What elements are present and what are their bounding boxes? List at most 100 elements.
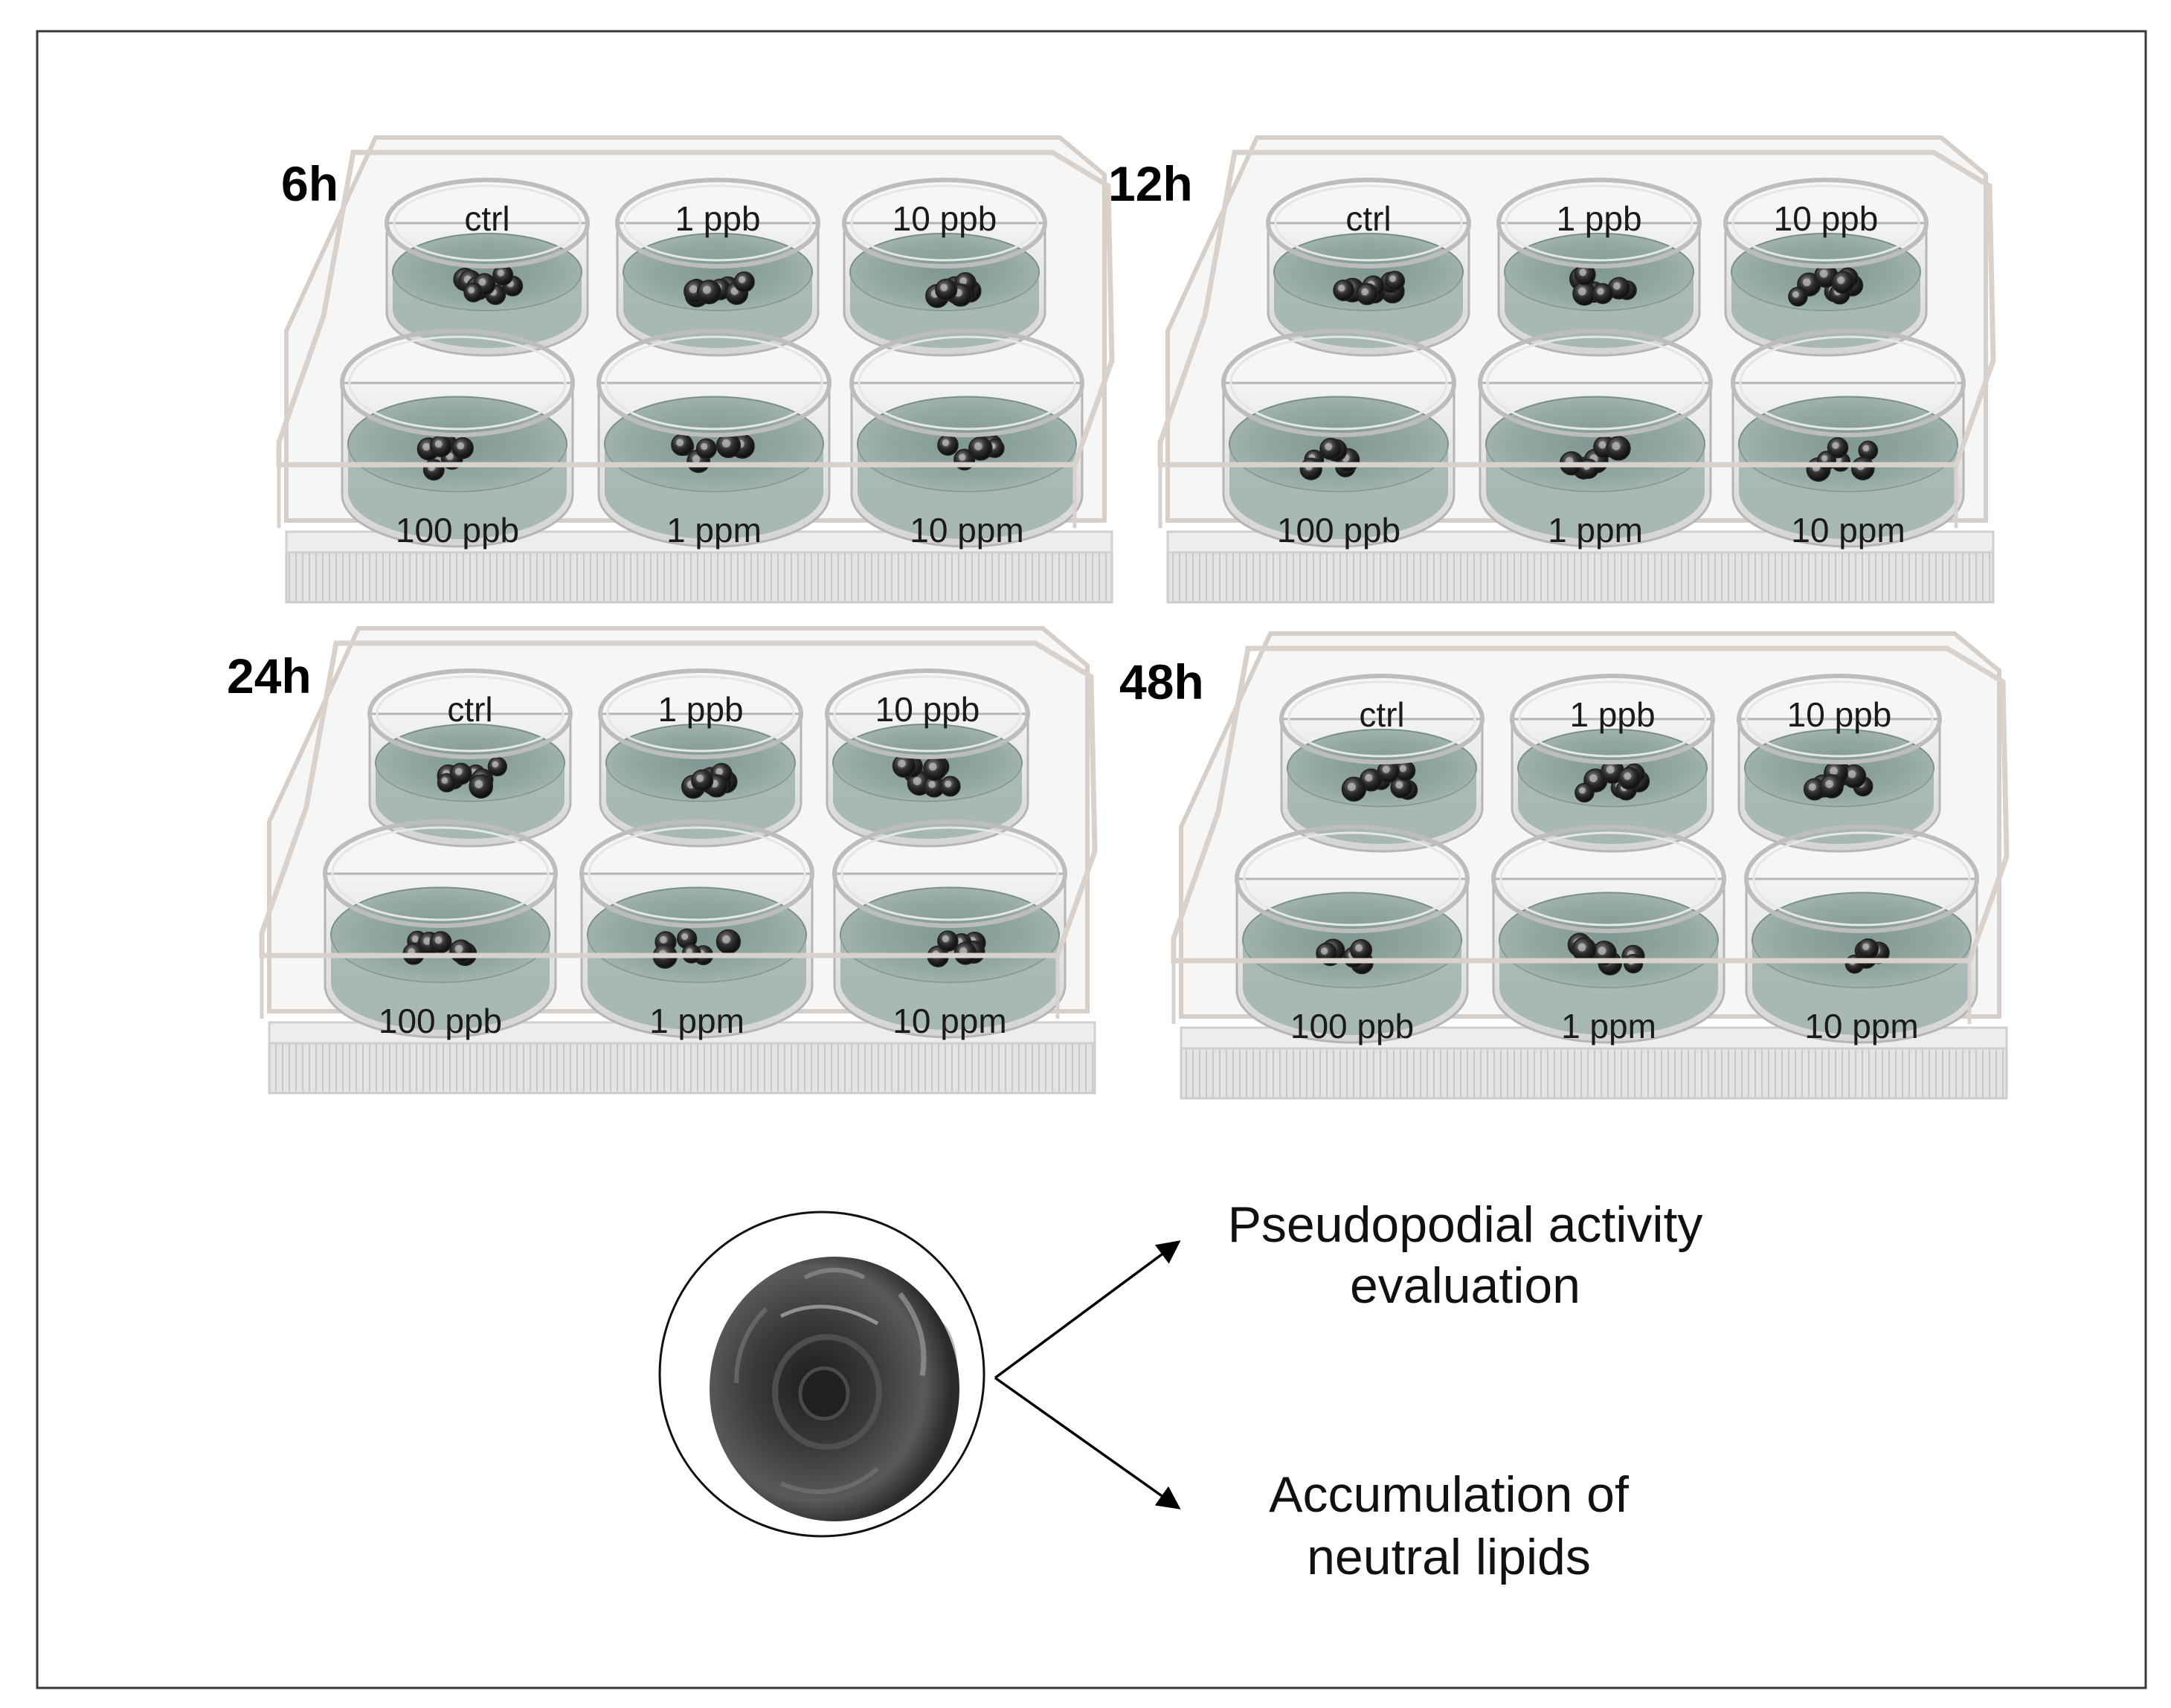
cell-highlight bbox=[942, 439, 950, 447]
well-rim-inner bbox=[1739, 335, 1958, 431]
plate-base bbox=[1180, 1045, 2008, 1100]
well-rim bbox=[367, 668, 573, 759]
cell-highlight bbox=[702, 286, 711, 294]
time-label: 6h bbox=[281, 156, 338, 211]
culture-medium-body bbox=[1745, 768, 1934, 844]
cell-highlight bbox=[1612, 442, 1621, 451]
culture-medium-body bbox=[393, 272, 582, 348]
well-rim-inner bbox=[1745, 680, 1934, 758]
well-rim bbox=[1266, 178, 1471, 268]
cell-highlight bbox=[898, 759, 906, 768]
cell-highlight bbox=[1598, 441, 1606, 449]
well: 1 ppb bbox=[615, 178, 820, 357]
well: ctrl bbox=[385, 178, 590, 357]
cell-highlight bbox=[434, 440, 443, 448]
culture-medium-body bbox=[605, 444, 823, 539]
well-rim bbox=[842, 178, 1047, 268]
well-rim-inner bbox=[348, 335, 567, 431]
well-rim bbox=[1510, 674, 1715, 764]
cell-highlight bbox=[692, 454, 701, 463]
well-rim bbox=[825, 668, 1030, 759]
culture-medium bbox=[587, 886, 807, 984]
well-label: 1 ppm bbox=[1548, 511, 1643, 550]
cell-highlight bbox=[942, 935, 950, 943]
cell-highlight bbox=[715, 767, 723, 776]
well-rim-inner bbox=[858, 335, 1076, 431]
cell-highlight bbox=[1395, 781, 1403, 789]
well-label: ctrl bbox=[1359, 695, 1404, 734]
well-label: 10 ppm bbox=[910, 511, 1023, 550]
well-rim-inner bbox=[1243, 831, 1461, 926]
well-rim-inner bbox=[331, 826, 550, 921]
cell-highlight bbox=[1577, 943, 1586, 952]
cell-highlight bbox=[1361, 288, 1369, 296]
well-rim bbox=[323, 819, 558, 928]
well-label: 100 ppb bbox=[396, 511, 519, 550]
well-label: ctrl bbox=[1345, 199, 1391, 238]
culture-medium-body bbox=[1499, 940, 1718, 1035]
cell-highlight bbox=[1347, 782, 1356, 791]
well-rim-inner bbox=[1229, 335, 1448, 431]
well-rim-inner bbox=[850, 184, 1039, 262]
culture-medium-body bbox=[606, 763, 795, 839]
well: 10 ppb bbox=[1723, 178, 1929, 357]
cell-highlight bbox=[454, 767, 463, 776]
well-rim bbox=[1235, 825, 1470, 933]
well-rim bbox=[579, 819, 814, 928]
well: 1 ppb bbox=[1510, 674, 1715, 853]
well-label: 1 ppb bbox=[657, 690, 743, 729]
culture-medium bbox=[1738, 396, 1958, 493]
foraminifera-shell-icon bbox=[710, 1257, 959, 1521]
well-label: 1 ppb bbox=[675, 199, 760, 238]
plates-layer: ctrl 1 ppb 10 ppb 100 ppb 1 ppm 10 ppm 6h ctrl 1… bbox=[227, 135, 2010, 1100]
well-rim bbox=[1737, 674, 1942, 764]
cell-highlight bbox=[945, 780, 952, 787]
outcome-line: neutral lipids bbox=[1307, 1529, 1591, 1585]
cell-highlight bbox=[689, 285, 698, 294]
well: 100 ppb bbox=[1221, 329, 1456, 550]
well: 10 ppb bbox=[842, 178, 1047, 357]
culture-medium bbox=[857, 396, 1077, 493]
cell-highlight bbox=[441, 777, 448, 784]
culture-medium bbox=[1242, 892, 1462, 989]
cell-highlight bbox=[676, 439, 684, 447]
well-rim bbox=[1491, 825, 1726, 933]
well-label: 1 ppb bbox=[1569, 695, 1655, 734]
well-rim bbox=[1279, 674, 1485, 764]
well: ctrl bbox=[1279, 674, 1485, 853]
cell-highlight bbox=[721, 935, 730, 944]
culture-medium-body bbox=[1486, 444, 1705, 539]
well-rim-inner bbox=[393, 184, 582, 262]
culture-medium-body bbox=[1731, 272, 1920, 348]
cell-highlight bbox=[1589, 774, 1598, 782]
culture-medium-body bbox=[330, 935, 550, 1030]
cell-highlight bbox=[1577, 287, 1586, 296]
cell-highlight bbox=[475, 780, 483, 789]
outcome-arrows bbox=[994, 1240, 1181, 1509]
cell-highlight bbox=[1819, 269, 1828, 278]
well-label: 100 ppb bbox=[1290, 1007, 1414, 1045]
cell-highlight bbox=[730, 287, 739, 295]
culture-medium-body bbox=[376, 763, 565, 839]
well-rim-inner bbox=[840, 826, 1059, 921]
cell-highlight bbox=[423, 937, 431, 945]
cell-highlight bbox=[928, 762, 937, 771]
well-rim-inner bbox=[1752, 831, 1971, 926]
well-label: 10 ppb bbox=[875, 690, 980, 729]
culture-medium-body bbox=[1752, 940, 1971, 1035]
cell-highlight bbox=[1399, 764, 1406, 773]
culture-medium-body bbox=[1243, 940, 1461, 1035]
well: ctrl bbox=[1266, 178, 1471, 357]
well-rim bbox=[1744, 825, 1979, 933]
cell-highlight bbox=[1825, 780, 1834, 788]
well-label: 1 ppm bbox=[649, 1002, 744, 1040]
well-rim-inner bbox=[1287, 680, 1476, 758]
well-rim bbox=[1496, 178, 1702, 268]
cell-highlight bbox=[1830, 767, 1838, 776]
cell-highlight bbox=[660, 936, 667, 944]
well-rim bbox=[1723, 178, 1929, 268]
cell-highlight bbox=[492, 761, 499, 768]
cell-highlight bbox=[478, 278, 486, 286]
